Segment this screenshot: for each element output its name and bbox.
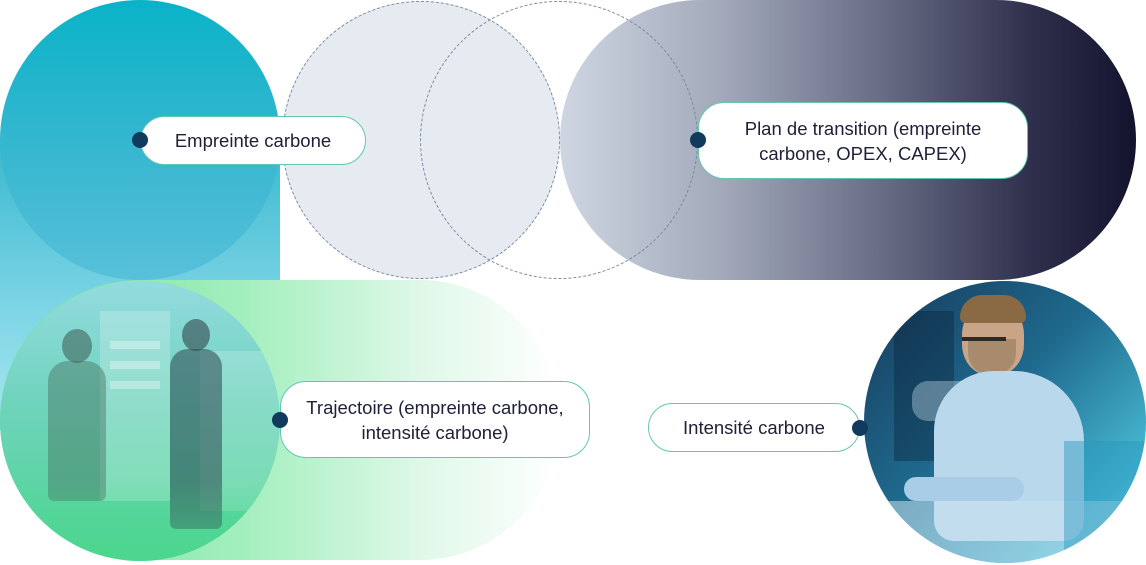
label-empreinte-carbone: Empreinte carbone — [140, 116, 366, 165]
industrial-workers-photo — [0, 281, 280, 561]
label-empreinte-text: Empreinte carbone — [174, 130, 332, 151]
label-intensite-text: Intensité carbone — [683, 417, 825, 438]
engineer-at-workstation-photo — [864, 281, 1146, 563]
label-intensite-carbone: Intensité carbone — [648, 403, 860, 452]
label-plan-transition: Plan de transition (empreinte carbone, O… — [698, 102, 1028, 179]
dot-empreinte — [132, 132, 148, 148]
dot-intensite — [852, 420, 868, 436]
label-trajectoire: Trajectoire (empreinte carbone, intensit… — [280, 381, 590, 458]
venn-circle-right — [420, 1, 698, 279]
label-plan-text: Plan de transition (empreinte carbone, O… — [744, 117, 982, 164]
dot-trajectoire — [272, 412, 288, 428]
label-trajectoire-text: Trajectoire (empreinte carbone, intensit… — [306, 396, 564, 443]
dot-plan — [690, 132, 706, 148]
